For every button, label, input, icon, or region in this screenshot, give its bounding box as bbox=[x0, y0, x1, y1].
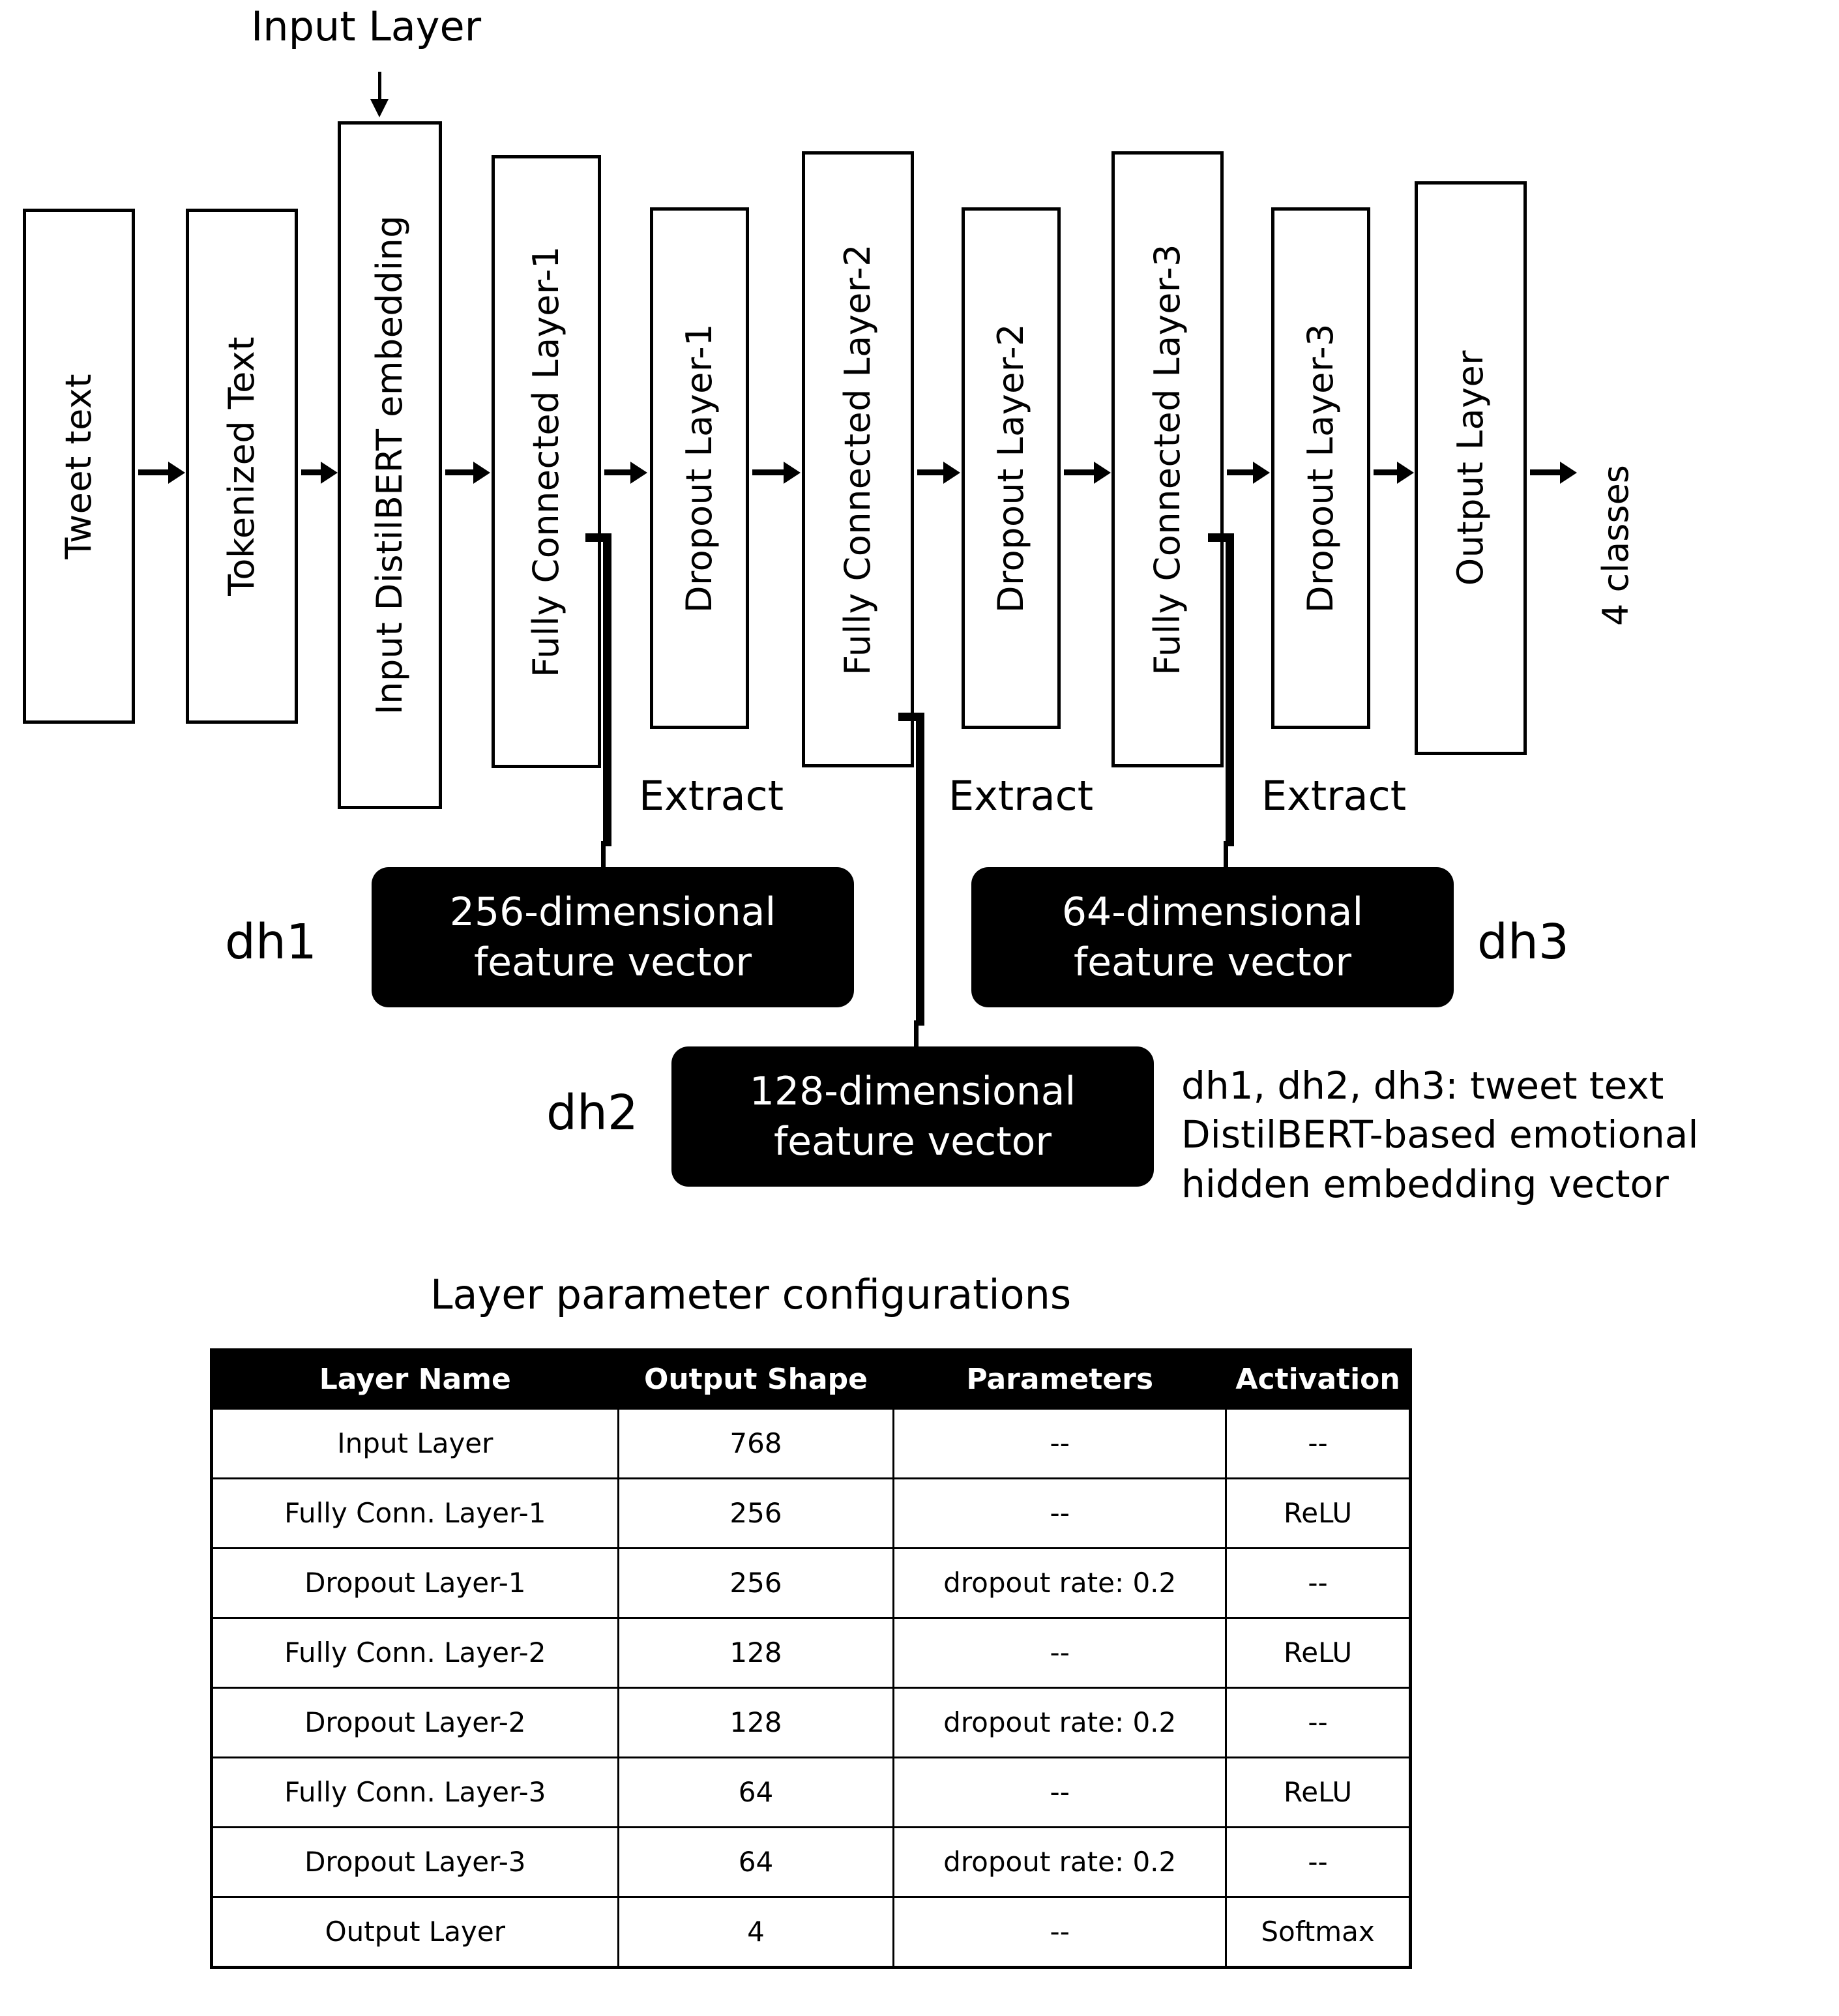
flow-box-label: Fully Connected Layer-1 bbox=[525, 246, 566, 677]
table-row: Fully Conn. Layer-2 128 -- ReLU bbox=[211, 1617, 1411, 1689]
table-row: Input Layer 768 -- -- bbox=[211, 1408, 1411, 1479]
flow-box-tweet-text: Tweet text bbox=[23, 209, 135, 724]
table-row: Dropout Layer-3 64 dropout rate: 0.2 -- bbox=[211, 1826, 1411, 1898]
table-cell-activation: -- bbox=[1225, 1547, 1411, 1619]
table-cell-layer-name: Input Layer bbox=[211, 1408, 619, 1479]
table-cell-output-shape: 128 bbox=[617, 1687, 895, 1758]
table-cell-activation: -- bbox=[1225, 1826, 1411, 1898]
table-cell-parameters: -- bbox=[892, 1896, 1228, 1968]
table-header-cell: Output Shape bbox=[617, 1349, 895, 1410]
flow-box-input-distilbert-embedding: Input DistilBERT embedding bbox=[338, 121, 442, 809]
table-cell-output-shape: 256 bbox=[617, 1547, 895, 1619]
pill-line-1: 128-dimensional bbox=[749, 1068, 1076, 1114]
table-row: Dropout Layer-1 256 dropout rate: 0.2 -- bbox=[211, 1547, 1411, 1619]
layer-parameter-table: Layer Name Output Shape Parameters Activ… bbox=[210, 1348, 1412, 1969]
flow-box-dropout-layer-1: Dropout Layer-1 bbox=[650, 207, 749, 729]
table-header-cell: Activation bbox=[1225, 1349, 1411, 1410]
flow-box-dropout-layer-2: Dropout Layer-2 bbox=[962, 207, 1061, 729]
flow-box-label: Input DistilBERT embedding bbox=[369, 215, 410, 715]
input-layer-caption: Input Layer bbox=[251, 3, 482, 50]
table-cell-layer-name: Dropout Layer-1 bbox=[211, 1547, 619, 1619]
table-cell-parameters: -- bbox=[892, 1757, 1228, 1828]
table-cell-parameters: -- bbox=[892, 1477, 1228, 1549]
dh-legend-text: dh1, dh2, dh3: tweet text DistilBERT-bas… bbox=[1181, 1063, 1699, 1206]
flow-box-label: Tokenized Text bbox=[221, 336, 262, 596]
flow-box-label: Dropout Layer-1 bbox=[679, 323, 720, 613]
input-layer-pointer-arrowhead bbox=[370, 99, 389, 117]
table-cell-layer-name: Fully Conn. Layer-2 bbox=[211, 1617, 619, 1689]
table-cell-layer-name: Fully Conn. Layer-1 bbox=[211, 1477, 619, 1549]
table-header-cell: Layer Name bbox=[211, 1349, 619, 1410]
table-row: Output Layer 4 -- Softmax bbox=[211, 1896, 1411, 1968]
output-classes-label: 4 classes bbox=[1595, 465, 1636, 626]
table-cell-output-shape: 64 bbox=[617, 1757, 895, 1828]
table-row: Fully Conn. Layer-3 64 -- ReLU bbox=[211, 1757, 1411, 1828]
table-cell-layer-name: Fully Conn. Layer-3 bbox=[211, 1757, 619, 1828]
table-cell-activation: -- bbox=[1225, 1408, 1411, 1479]
flow-box-tokenized-text: Tokenized Text bbox=[186, 209, 298, 724]
table-cell-activation: -- bbox=[1225, 1687, 1411, 1758]
flow-box-label: Dropout Layer-2 bbox=[990, 323, 1031, 613]
table-row: Fully Conn. Layer-1 256 -- ReLU bbox=[211, 1477, 1411, 1549]
table-cell-parameters: dropout rate: 0.2 bbox=[892, 1687, 1228, 1758]
table-cell-activation: Softmax bbox=[1225, 1896, 1411, 1968]
dh3-tag: dh3 bbox=[1477, 914, 1569, 970]
table-cell-output-shape: 768 bbox=[617, 1408, 895, 1479]
feature-vector-pill-dh2: 128-dimensional feature vector bbox=[671, 1046, 1154, 1187]
flow-box-dropout-layer-3: Dropout Layer-3 bbox=[1271, 207, 1370, 729]
table-cell-output-shape: 128 bbox=[617, 1617, 895, 1689]
pill-line-2: feature vector bbox=[473, 939, 752, 985]
pill-line-1: 256-dimensional bbox=[449, 889, 776, 935]
extract-label-dh2: Extract bbox=[949, 772, 1094, 820]
table-cell-activation: ReLU bbox=[1225, 1617, 1411, 1689]
table-cell-parameters: dropout rate: 0.2 bbox=[892, 1547, 1228, 1619]
table-header-cell: Parameters bbox=[892, 1349, 1228, 1410]
pill-line-2: feature vector bbox=[1073, 939, 1351, 985]
flow-box-label: Tweet text bbox=[58, 373, 99, 559]
table-cell-output-shape: 256 bbox=[617, 1477, 895, 1549]
table-cell-layer-name: Dropout Layer-3 bbox=[211, 1826, 619, 1898]
extract-label-dh1: Extract bbox=[639, 772, 784, 820]
table-header-row: Layer Name Output Shape Parameters Activ… bbox=[211, 1349, 1411, 1410]
pill-line-2: feature vector bbox=[773, 1118, 1052, 1164]
flow-box-output-layer: Output Layer bbox=[1415, 181, 1527, 755]
flow-box-label: Fully Connected Layer-2 bbox=[837, 243, 878, 675]
feature-vector-pill-dh1: 256-dimensional feature vector bbox=[372, 867, 854, 1007]
table-cell-activation: ReLU bbox=[1225, 1757, 1411, 1828]
input-layer-pointer-arrow bbox=[378, 72, 381, 104]
feature-vector-pill-dh3: 64-dimensional feature vector bbox=[971, 867, 1454, 1007]
table-cell-parameters: -- bbox=[892, 1617, 1228, 1689]
dh2-tag: dh2 bbox=[546, 1085, 638, 1141]
table-title: Layer parameter configurations bbox=[430, 1271, 1072, 1318]
table-cell-parameters: dropout rate: 0.2 bbox=[892, 1826, 1228, 1898]
flow-box-label: Dropout Layer-3 bbox=[1300, 323, 1341, 613]
table-cell-layer-name: Output Layer bbox=[211, 1896, 619, 1968]
table-cell-output-shape: 4 bbox=[617, 1896, 895, 1968]
flow-box-label: Output Layer bbox=[1450, 350, 1491, 586]
flow-box-fully-connected-layer-2: Fully Connected Layer-2 bbox=[802, 151, 914, 767]
table-cell-activation: ReLU bbox=[1225, 1477, 1411, 1549]
pill-line-1: 64-dimensional bbox=[1061, 889, 1364, 935]
dh1-tag: dh1 bbox=[225, 914, 317, 970]
flow-box-label: Fully Connected Layer-3 bbox=[1147, 243, 1188, 675]
flow-box-fully-connected-layer-1: Fully Connected Layer-1 bbox=[492, 155, 601, 768]
extract-label-dh3: Extract bbox=[1261, 772, 1407, 820]
table-cell-layer-name: Dropout Layer-2 bbox=[211, 1687, 619, 1758]
table-row: Dropout Layer-2 128 dropout rate: 0.2 -- bbox=[211, 1687, 1411, 1758]
table-cell-parameters: -- bbox=[892, 1408, 1228, 1479]
table-cell-output-shape: 64 bbox=[617, 1826, 895, 1898]
flow-box-fully-connected-layer-3: Fully Connected Layer-3 bbox=[1111, 151, 1224, 767]
